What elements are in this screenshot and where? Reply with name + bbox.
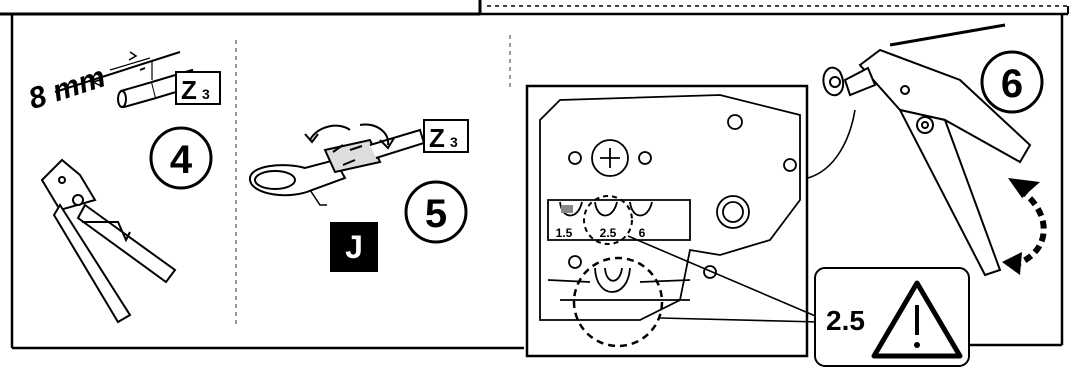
part-j-badge: J [330, 222, 378, 272]
step4-number-badge: 4 [151, 128, 211, 188]
squeeze-arrow-icon [1002, 178, 1044, 275]
step6-number-badge: 6 [982, 52, 1042, 112]
strip-length-label: 8 mm [25, 60, 110, 116]
tool-label: Z [181, 75, 197, 105]
wire-stripper-icon [42, 160, 175, 322]
tool-sub: 3 [202, 86, 210, 102]
die-size-label: 2.5 [600, 226, 617, 240]
ring-terminal-icon [250, 124, 424, 205]
crimp-detail-panel: 1.5 2.5 6 [527, 86, 807, 356]
callout-value: 2.5 [826, 305, 865, 336]
step4-number: 4 [170, 138, 193, 182]
die-size-label: 6 [639, 226, 646, 240]
tool-label: Z [429, 123, 445, 153]
tool-sub: 3 [450, 134, 458, 150]
part-label: J [345, 229, 363, 265]
step5-number: 5 [425, 192, 447, 236]
die-size-label: 1.5 [556, 226, 573, 240]
warning-box: 2.5 [815, 268, 969, 366]
step5-tool-box: Z 3 [424, 120, 468, 153]
step4-tool-box: Z 3 [176, 72, 220, 105]
step5-number-badge: 5 [406, 182, 466, 242]
step6-number: 6 [1001, 62, 1023, 106]
